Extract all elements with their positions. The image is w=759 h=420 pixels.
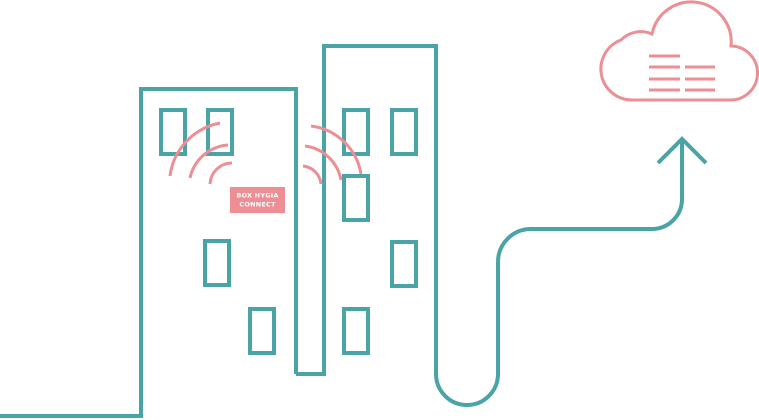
window — [390, 108, 418, 156]
window — [206, 108, 234, 156]
window — [342, 307, 370, 355]
wifi-signal-icon — [168, 121, 363, 185]
window — [248, 307, 276, 355]
window — [390, 240, 418, 288]
window — [342, 174, 370, 222]
building-left-icon — [0, 87, 298, 418]
badge-line-1: BOX HYGIA — [236, 192, 278, 200]
window — [342, 108, 370, 156]
window — [159, 108, 187, 156]
window — [203, 239, 231, 287]
cloud-icon — [599, 0, 759, 102]
cloud-lines — [649, 54, 715, 92]
badge-line-2: CONNECT — [239, 201, 276, 209]
building-right-icon — [296, 44, 684, 407]
arrow-up-icon — [656, 136, 708, 165]
left-building-windows — [159, 108, 276, 355]
box-hygia-badge: BOX HYGIA CONNECT — [230, 187, 285, 213]
badge-background — [230, 187, 285, 213]
right-building-windows — [342, 108, 418, 355]
